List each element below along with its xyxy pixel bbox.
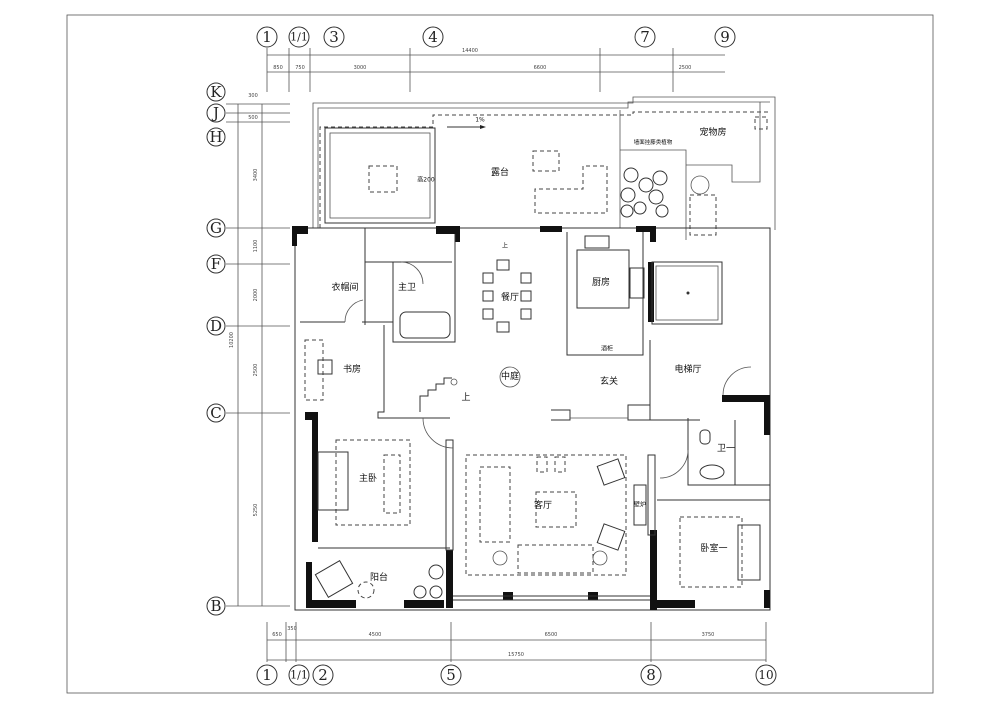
axis-bubble: 3 (329, 28, 339, 46)
axis-bubble: 1/1 (290, 31, 308, 44)
label-stairs-up: 上 (461, 392, 470, 403)
dim-bottom-total: 15750 (508, 652, 524, 658)
exterior-walls (292, 226, 771, 611)
terrace-outline (312, 96, 776, 240)
axis-bubble: 7 (640, 28, 650, 46)
label-step-up: 上 (502, 242, 508, 250)
dim-bottom: 3750 (702, 632, 715, 638)
label-master-bath: 主卫 (398, 281, 416, 293)
bottom-dimension-chain: 650 350 4500 6500 3750 15750 (266, 622, 767, 662)
label-elevator-hall: 电梯厅 (674, 363, 701, 375)
dim-top: 850 (273, 65, 283, 71)
axis-bubble: 5 (446, 666, 456, 684)
label-slope: 1% (475, 117, 485, 124)
dim-left: 3400 (253, 169, 259, 182)
axis-bubble: 4 (428, 28, 438, 46)
axis-bubble: 1/1 (290, 669, 308, 682)
dim-top: 6600 (534, 65, 547, 71)
label-height-note: 高200 (417, 176, 435, 184)
dim-bottom: 650 (272, 632, 282, 638)
axis-bubble: 9 (720, 28, 730, 46)
label-terrace: 露台 (491, 166, 509, 178)
axis-bubble: C (210, 404, 221, 422)
axis-bubble: 2 (318, 666, 328, 684)
axis-bubble: K (210, 83, 222, 101)
left-axis-labels: K J H G F D C B (206, 82, 226, 616)
dim-left: 1100 (253, 240, 259, 253)
top-axis-labels: 1 1/1 3 4 7 9 (256, 26, 736, 48)
label-kitchen: 厨房 (592, 276, 610, 288)
axis-bubble: D (210, 317, 222, 335)
label-plant-note: 墙面挂藤类植物 (634, 138, 673, 146)
dim-top: 3000 (354, 65, 367, 71)
dim-left-total: 10200 (229, 332, 235, 348)
dim-left: 2000 (253, 289, 259, 302)
furniture (304, 235, 761, 599)
staircase (419, 377, 458, 412)
axis-bubble: H (209, 128, 222, 146)
dim-left: 300 (248, 93, 258, 99)
room-labels: 露台 高200 宠物房 墙面挂藤类植物 1% 衣帽间 主卫 餐厅 厨房 酒柜 书… (331, 117, 735, 584)
axis-bubble: J (211, 104, 219, 122)
label-foyer: 玄关 (600, 375, 618, 387)
dim-left: 5250 (253, 504, 259, 517)
dim-left: 500 (248, 115, 258, 121)
dim-left: 2500 (253, 364, 259, 377)
axis-bubble: 1 (262, 666, 272, 684)
label-closet: 衣帽间 (331, 281, 358, 293)
label-dining: 餐厅 (501, 291, 519, 303)
planter-plants-icon (620, 167, 669, 218)
axis-bubble: G (210, 219, 222, 237)
axis-bubble: 8 (646, 666, 656, 684)
dim-bottom: 350 (287, 626, 297, 632)
axis-bubble: F (211, 255, 221, 273)
label-fireplace: 壁炉 (634, 501, 646, 509)
label-balcony: 阳台 (370, 571, 388, 583)
label-living: 客厅 (534, 499, 552, 511)
axis-bubble: B (210, 597, 221, 615)
drawing-frame (66, 14, 934, 694)
dim-bottom: 4500 (369, 632, 382, 638)
label-study: 书房 (343, 363, 361, 375)
axis-bubble: 1 (262, 28, 272, 46)
dim-top-total: 14400 (462, 48, 478, 54)
dim-top: 2500 (679, 65, 692, 71)
dim-bottom: 6500 (545, 632, 558, 638)
bottom-axis-labels: 1 1/1 2 5 8 10 (256, 664, 777, 686)
label-master-bedroom: 主卧 (359, 472, 377, 484)
label-bedroom-one: 卧室一 (700, 542, 727, 554)
top-dimension-chain: 14400 850 750 3000 6600 2500 (266, 48, 725, 92)
label-wine-cabinet: 酒柜 (601, 345, 613, 353)
label-pet-room: 宠物房 (699, 126, 726, 138)
left-dimension-chain: 300 500 3400 1100 2000 2500 5250 10200 (226, 93, 290, 607)
axis-bubble: 10 (758, 668, 773, 682)
label-courtyard: 中庭 (501, 370, 519, 382)
label-bath-one: 卫一 (717, 444, 735, 454)
interior-walls (300, 228, 770, 551)
dim-top: 750 (295, 65, 305, 71)
